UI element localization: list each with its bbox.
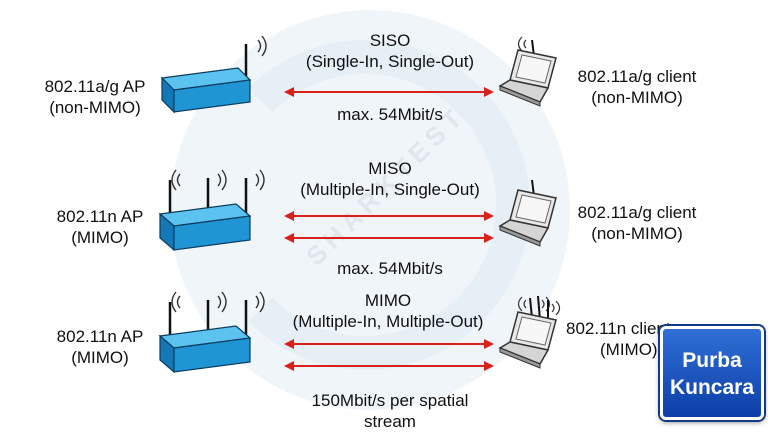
speed-line: 150Mbit/s per spatial xyxy=(311,391,469,410)
laptop-icon xyxy=(498,179,557,247)
speed-label-row1: max. 54Mbit/s xyxy=(300,104,480,125)
mode-title-row2: MISO (Multiple-In, Single-Out) xyxy=(272,158,508,200)
client-label-row1: 802.11a/g client (non-MIMO) xyxy=(562,66,712,108)
client-label-line: 802.11n client xyxy=(566,319,671,338)
mode-name: SISO xyxy=(369,31,411,50)
double-arrow xyxy=(284,233,494,243)
ap-label-line: 802.11n AP xyxy=(56,207,144,226)
double-arrow xyxy=(284,361,494,371)
double-arrow xyxy=(284,211,494,221)
mode-title-row3: MIMO (Multiple-In, Multiple-Out) xyxy=(268,290,508,332)
ap-label-row1: 802.11a/g AP (non-MIMO) xyxy=(30,76,160,118)
purba-kuncara-logo: Purba Kuncara xyxy=(660,326,764,420)
speed-line: stream xyxy=(364,412,416,431)
ap-label-line: 802.11n AP xyxy=(56,327,144,346)
logo-line: Kuncara xyxy=(669,376,755,399)
radio-waves-icon xyxy=(171,169,265,191)
speed-line: max. 54Mbit/s xyxy=(337,259,443,278)
mode-title-row1: SISO (Single-In, Single-Out) xyxy=(280,30,500,72)
mode-name: MIMO xyxy=(364,291,412,310)
double-arrow xyxy=(284,339,494,349)
mode-name: MISO xyxy=(368,159,412,178)
ap-label-row2: 802.11n AP (MIMO) xyxy=(40,206,160,248)
client-label-line: 802.11a/g client xyxy=(577,67,697,86)
radio-waves-icon xyxy=(517,36,527,52)
wireless-access-point-icon xyxy=(160,35,267,114)
radio-waves-icon xyxy=(257,35,267,57)
speed-label-row3: 150Mbit/s per spatial stream xyxy=(290,390,490,432)
wireless-access-point-icon xyxy=(158,291,265,374)
ap-label-line: (non-MIMO) xyxy=(49,98,141,117)
client-label-line: (non-MIMO) xyxy=(591,88,683,107)
client-label-line: (non-MIMO) xyxy=(591,224,683,243)
wireless-access-point-icon xyxy=(158,169,265,252)
ap-label-line: 802.11a/g AP xyxy=(44,77,146,96)
client-label-row2: 802.11a/g client (non-MIMO) xyxy=(562,202,712,244)
mode-description: (Multiple-In, Single-Out) xyxy=(300,180,480,199)
client-label-row3: 802.11n client (MIMO) xyxy=(566,318,706,360)
double-arrow xyxy=(284,87,494,97)
mode-description: (Single-In, Single-Out) xyxy=(305,52,475,71)
mode-description: (Multiple-In, Multiple-Out) xyxy=(292,312,484,331)
radio-waves-icon xyxy=(517,296,561,316)
radio-waves-icon xyxy=(171,291,265,313)
ap-label-row3: 802.11n AP (MIMO) xyxy=(40,326,160,368)
logo-line: Purba xyxy=(682,349,742,372)
laptop-icon xyxy=(498,295,561,369)
client-label-line: 802.11a/g client xyxy=(577,203,697,222)
speed-label-row2: max. 54Mbit/s xyxy=(300,258,480,279)
client-label-line: (MIMO) xyxy=(600,340,658,359)
laptop-icon xyxy=(498,36,557,107)
ap-label-line: (MIMO) xyxy=(71,348,129,367)
ap-label-line: (MIMO) xyxy=(71,228,129,247)
speed-line: max. 54Mbit/s xyxy=(337,105,443,124)
